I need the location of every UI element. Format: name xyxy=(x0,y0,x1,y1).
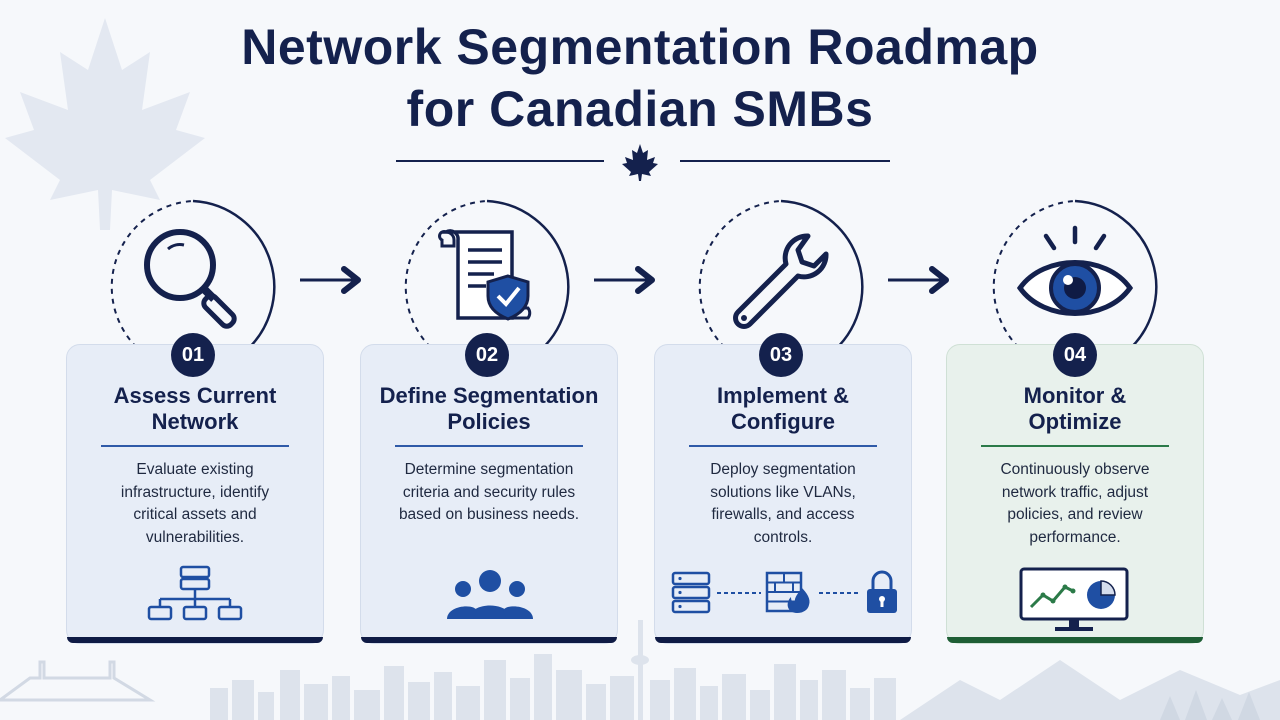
step-2-description: Determine segmentation criteria and secu… xyxy=(398,461,580,523)
step-4-accent-bar xyxy=(947,637,1203,643)
step-2-divider xyxy=(395,445,583,447)
step-4-divider xyxy=(981,445,1169,447)
monitor-chart-icon xyxy=(1019,567,1129,631)
step-1-divider xyxy=(101,445,289,447)
step-4-title: Monitor & Optimize xyxy=(1023,383,1127,434)
page-title-line-1: Network Segmentation Roadmap xyxy=(241,19,1039,75)
step-4-description: Continuously observe network traffic, ad… xyxy=(1000,461,1150,546)
step-card-4: Monitor & Optimize Continuously observe … xyxy=(946,344,1204,644)
step-3-description: Deploy segmentation solutions like VLANs… xyxy=(710,461,856,546)
network-hierarchy-icon xyxy=(147,565,243,621)
city-skyline-background xyxy=(0,620,1280,720)
step-4-number-badge: 04 xyxy=(1053,333,1097,377)
step-1-number-badge: 01 xyxy=(171,333,215,377)
arrow-1-to-2 xyxy=(300,266,361,294)
server-firewall-lock-icon xyxy=(671,570,897,614)
team-icon xyxy=(447,570,533,619)
wrench-icon xyxy=(733,233,829,329)
maple-leaf-icon xyxy=(622,144,658,181)
step-card-1: Assess Current Network Evaluate existing… xyxy=(66,344,324,644)
step-3-divider xyxy=(689,445,877,447)
step-1-accent-bar xyxy=(67,637,323,643)
step-2-title: Define Segmentation Policies xyxy=(379,383,599,434)
step-1-circle xyxy=(110,199,276,355)
step-3-title: Implement & Configure xyxy=(716,383,850,434)
eye-icon xyxy=(1016,225,1134,316)
background-maple-leaf-icon xyxy=(5,18,205,230)
step-4-circle xyxy=(992,199,1158,355)
magnifier-icon xyxy=(144,229,237,329)
arrow-2-to-3 xyxy=(594,266,655,294)
title-divider-right xyxy=(680,160,890,162)
page-title-line-2: for Canadian SMBs xyxy=(406,81,874,137)
step-3-number-badge: 03 xyxy=(759,333,803,377)
step-1-description: Evaluate existing infrastructure, identi… xyxy=(120,461,270,546)
step-2-circle xyxy=(404,199,570,355)
step-2-accent-bar xyxy=(361,637,617,643)
step-2-number-badge: 02 xyxy=(465,333,509,377)
policy-scroll-shield-icon xyxy=(438,229,532,321)
arrow-3-to-4 xyxy=(888,266,949,294)
title-divider-left xyxy=(396,160,604,162)
step-card-3: Implement & Configure Deploy segmentatio… xyxy=(654,344,912,644)
step-3-accent-bar xyxy=(655,637,911,643)
step-card-2: Define Segmentation Policies Determine s… xyxy=(360,344,618,644)
step-1-title: Assess Current Network xyxy=(113,383,277,434)
step-3-circle xyxy=(698,199,864,355)
